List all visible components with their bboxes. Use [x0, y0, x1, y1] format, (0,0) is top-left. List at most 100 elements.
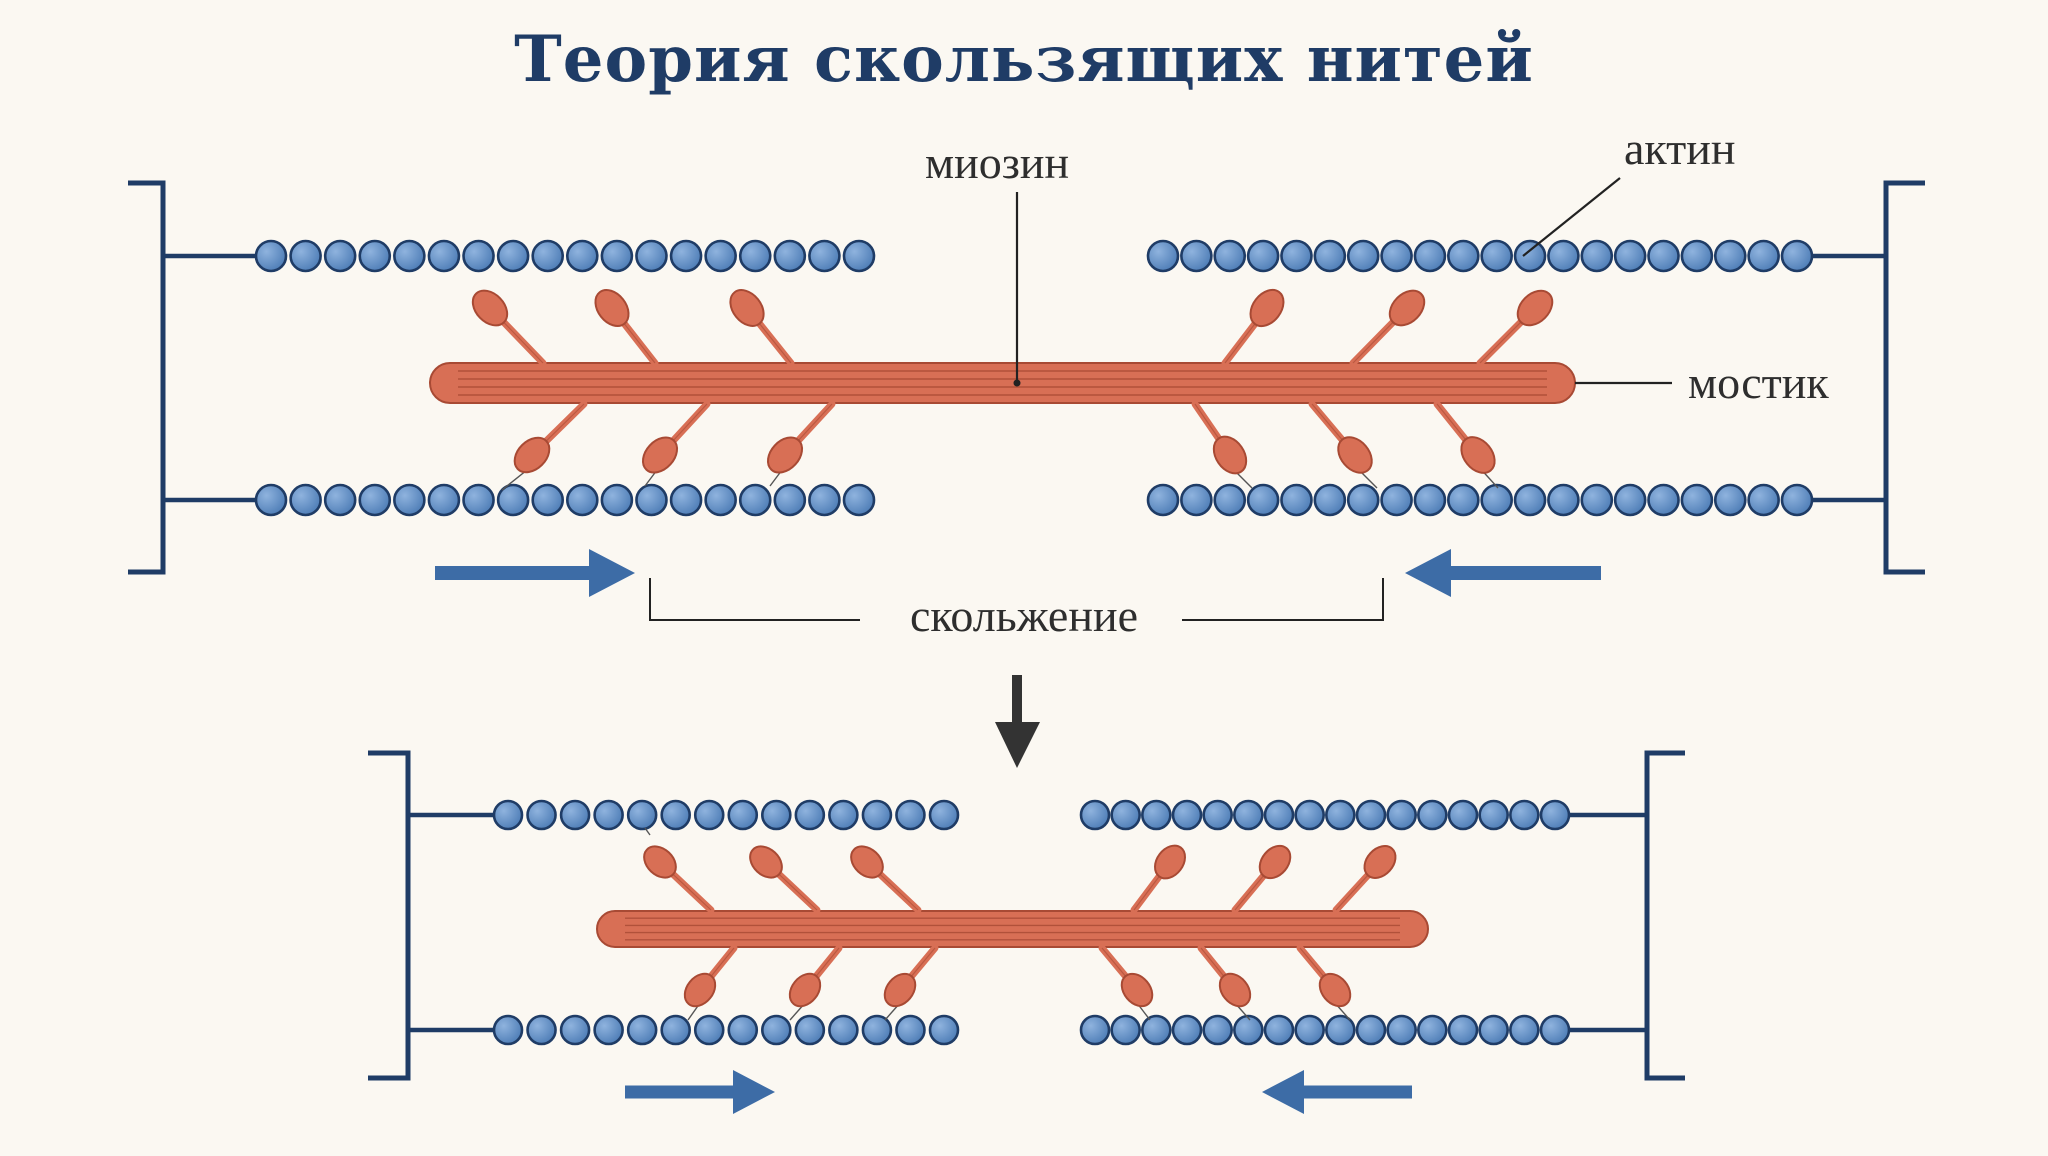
actin-bead [565, 239, 599, 273]
myosin-head-bulb [594, 289, 630, 327]
myosin-head [1197, 944, 1252, 1008]
myosin-head [1191, 400, 1248, 475]
myosin-head [641, 400, 711, 474]
actin-bead [1647, 239, 1680, 273]
myosin-head [1221, 288, 1285, 367]
actin-bead [635, 239, 668, 273]
actin-bead [738, 483, 772, 517]
actin-bead [1580, 239, 1614, 273]
myosin-head [1433, 400, 1496, 474]
myosin-head-bulb [729, 289, 765, 327]
sliding-label: скольжение [909, 590, 1138, 641]
myosin-head [1231, 844, 1292, 914]
myosin-head-bulb [641, 436, 679, 474]
annotations [435, 177, 1672, 1114]
actin-bead [842, 483, 876, 517]
actin-bead [928, 1014, 960, 1046]
actin-bead [358, 239, 392, 273]
actin-bead [1079, 799, 1111, 831]
actin-bead [660, 799, 691, 831]
actin-bead [427, 483, 461, 517]
myosin-head [513, 400, 588, 474]
arrow-right-icon [625, 1070, 775, 1114]
actin-bead [1417, 799, 1448, 831]
myosin-body [429, 362, 1576, 404]
actin-bead [727, 1014, 759, 1046]
myosin-head-bulb [883, 972, 917, 1008]
actin-bead [323, 483, 357, 517]
actin-bead [1346, 483, 1380, 517]
actin-bead [1413, 239, 1447, 273]
myosin-head [766, 400, 836, 474]
actin-bead [1213, 239, 1247, 273]
actin-bead [1263, 1014, 1295, 1046]
actin-bead [1233, 1014, 1264, 1046]
page-title: Теория скользящих нитей [514, 22, 1534, 97]
z-line [128, 180, 260, 575]
actin-bead [1447, 239, 1480, 273]
actin-bead [1110, 1014, 1141, 1046]
actin-bead [492, 799, 524, 831]
actin-bead [693, 799, 725, 831]
myosin-head-bulb [788, 972, 822, 1008]
actin-bead [761, 799, 792, 831]
myosin-head [1130, 844, 1186, 914]
actin-filament [492, 799, 960, 831]
actin-bead [1613, 483, 1647, 517]
actin-bead [895, 799, 926, 831]
actin-bead [1417, 1014, 1448, 1046]
actin-bead [1386, 1014, 1417, 1046]
actin-bead [1680, 483, 1714, 517]
actin-bead [808, 483, 841, 517]
myosin-head-bulb [683, 972, 717, 1008]
actin-filament [1146, 483, 1814, 517]
actin-bead [492, 1014, 524, 1046]
actin-bead [1110, 799, 1141, 831]
myosin-head [883, 944, 939, 1008]
actin-bead [794, 1014, 826, 1046]
cross-bridge-tether [644, 827, 651, 836]
actin-bead [1780, 239, 1814, 273]
actin-bead [1380, 239, 1413, 273]
actin-bead [1509, 799, 1540, 831]
actin-bead [928, 799, 960, 831]
myosin-head [643, 845, 715, 914]
actin-bead [1539, 799, 1571, 831]
actin-bead [635, 483, 668, 517]
actin-bead [1680, 239, 1714, 273]
actin-bead [496, 239, 530, 273]
myosin-head-bulb [513, 436, 551, 474]
contracted-sarcomere [368, 750, 1685, 1081]
myosin-head-bulb [850, 845, 884, 879]
actin-bead [1513, 483, 1547, 517]
actin-bead [1146, 239, 1180, 273]
actin-bead [693, 1014, 725, 1046]
myosin-head-bulb [1218, 972, 1252, 1008]
sliding-bracket-right [1182, 578, 1384, 621]
actin-bead [861, 1014, 893, 1046]
actin-bead [526, 799, 557, 831]
actin-label: актин [1624, 123, 1736, 174]
actin-bead [1355, 1014, 1387, 1046]
actin-bead [1513, 239, 1547, 273]
actin-bead [1294, 799, 1325, 831]
actin-filament [254, 239, 876, 273]
actin-bead [1547, 239, 1580, 273]
myosin-body [596, 910, 1429, 948]
actin-bead [704, 483, 737, 517]
actin-bead [323, 239, 357, 273]
myosin-head [594, 289, 659, 367]
actin-bead [1447, 799, 1479, 831]
actin-bead [1280, 239, 1313, 273]
myosin-head-bulb [1249, 288, 1285, 328]
myosin-head-bulb [1120, 972, 1154, 1008]
actin-bead [254, 483, 288, 517]
actin-filament [1079, 799, 1571, 831]
actin-bead [1079, 1014, 1111, 1046]
actin-bead [593, 1014, 624, 1046]
myosin-head [788, 944, 843, 1008]
actin-filament [1146, 239, 1814, 273]
myosin-filament [429, 362, 1576, 404]
